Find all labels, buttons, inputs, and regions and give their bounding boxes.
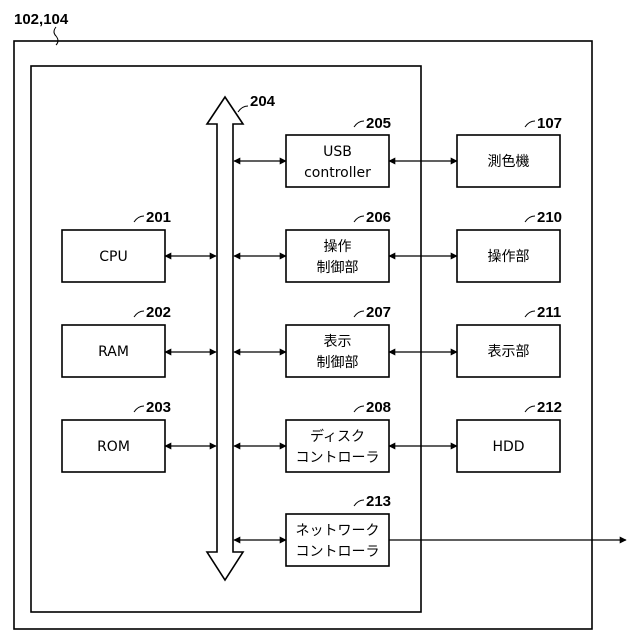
network-controller-line1: ネットワーク (296, 523, 380, 539)
rom-label: ROM (97, 439, 130, 455)
rom-block: ROM 203 (62, 399, 171, 472)
operation-controller-line2: 制御部 (317, 260, 359, 276)
display-unit-ref-label: 211 (537, 304, 561, 321)
cpu-ref-label: 201 (146, 209, 171, 226)
system-bus-arrow (207, 97, 243, 580)
operation-unit-label: 操作部 (488, 249, 530, 265)
operation-controller-block: 操作 制御部 206 (286, 209, 391, 282)
operation-unit-ref-label: 210 (537, 209, 562, 226)
usb-controller-ref-label: 205 (366, 115, 391, 132)
display-unit-label: 表示部 (488, 344, 530, 360)
operation-controller-line1: 操作 (324, 239, 352, 255)
ram-ref-label: 202 (146, 304, 171, 321)
network-controller-ref-label: 213 (366, 493, 391, 510)
usb-controller-line1: USB (323, 144, 352, 160)
usb-controller-block: USB controller 205 (286, 115, 391, 187)
colorimeter-ref-label: 107 (537, 115, 562, 132)
colorimeter-label: 測色機 (488, 153, 530, 170)
colorimeter-block: 測色機 107 (457, 115, 562, 187)
ram-label: RAM (98, 344, 129, 360)
display-controller-line1: 表示 (324, 334, 352, 350)
cpu-block: CPU 201 (62, 209, 171, 282)
disk-controller-line2: コントローラ (296, 450, 380, 466)
display-controller-ref-label: 207 (366, 304, 391, 321)
bus-ref-leader (238, 106, 248, 112)
disk-controller-ref-label: 208 (366, 399, 391, 416)
outer-ref-label: 102,104 (14, 11, 69, 28)
network-controller-line2: コントローラ (296, 544, 380, 560)
network-controller-block: ネットワーク コントローラ 213 (286, 493, 391, 566)
bus-ref-label: 204 (250, 93, 276, 110)
hdd-label: HDD (492, 439, 524, 455)
operation-unit-block: 操作部 210 (457, 209, 562, 282)
rom-ref-label: 203 (146, 399, 171, 416)
cpu-label: CPU (99, 249, 127, 265)
display-controller-line2: 制御部 (317, 355, 359, 371)
disk-controller-block: ディスク コントローラ 208 (286, 399, 391, 472)
display-unit-block: 表示部 211 (457, 304, 561, 377)
disk-controller-line1: ディスク (310, 428, 365, 445)
ram-block: RAM 202 (62, 304, 171, 377)
hdd-block: HDD 212 (457, 399, 562, 472)
display-controller-block: 表示 制御部 207 (286, 304, 391, 377)
usb-controller-line2: controller (304, 165, 371, 181)
operation-controller-ref-label: 206 (366, 209, 391, 226)
outer-ref-leader (54, 27, 58, 45)
hdd-ref-label: 212 (537, 399, 562, 416)
